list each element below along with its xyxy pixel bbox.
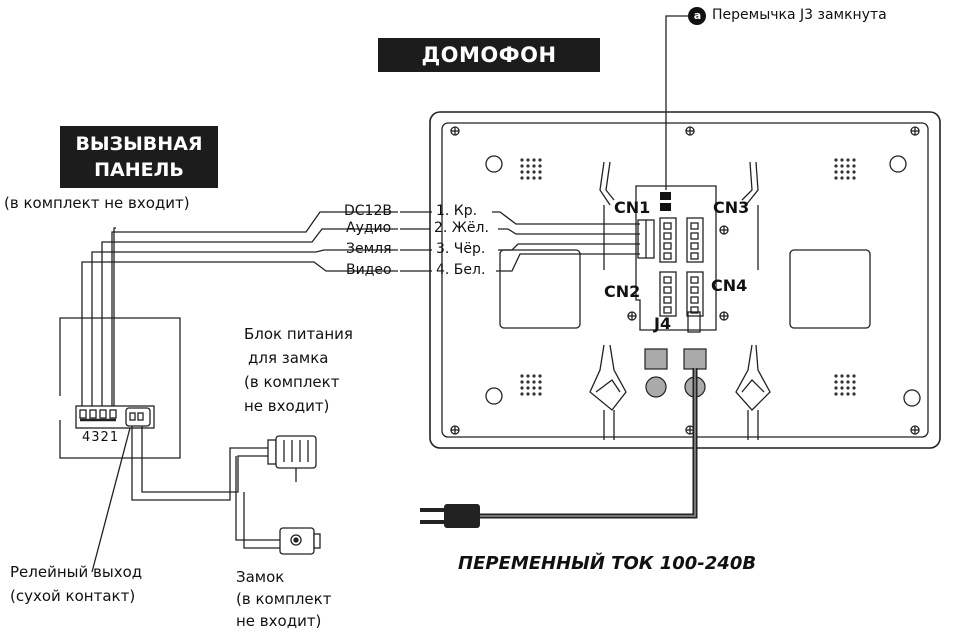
mount-hook-bottom-left bbox=[589, 344, 627, 411]
wire-pin-4: 4. Бел. bbox=[436, 262, 486, 278]
hole-bottom-left bbox=[485, 387, 503, 405]
relay-line2: (сухой контакт) bbox=[10, 587, 136, 605]
lock-power-line2: для замка bbox=[248, 349, 329, 367]
speaker-grilles bbox=[520, 158, 856, 396]
wire-pin-3: 3. Чёр. bbox=[436, 241, 486, 257]
cn4-label: CN4 bbox=[711, 276, 748, 295]
call-panel bbox=[59, 317, 181, 459]
j4-connector bbox=[687, 311, 701, 333]
cn4-connector bbox=[686, 271, 704, 317]
mount-hook-bottom-right bbox=[735, 344, 771, 411]
jumper-marker bbox=[688, 7, 706, 25]
wire-signal-1: DC12B bbox=[344, 203, 392, 219]
lock-power-line3: (в комплект bbox=[244, 373, 340, 391]
terminal-numbers: 4321 bbox=[82, 430, 120, 445]
lock-power-supply bbox=[267, 435, 317, 482]
wire-signal-2: Аудио bbox=[346, 220, 392, 236]
j3-jumper bbox=[660, 192, 671, 211]
monitor-body bbox=[429, 111, 941, 449]
mount-hook-top-left bbox=[599, 161, 615, 206]
wire-pin-1: 1. Кр. bbox=[436, 203, 478, 219]
cn1-connector bbox=[659, 217, 677, 263]
wire-signal-4: Видео bbox=[346, 262, 392, 278]
cn3-label: CN3 bbox=[713, 198, 750, 217]
mains-plug bbox=[444, 504, 480, 528]
relay-label: Релейный выход (сухой контакт) bbox=[10, 560, 142, 608]
screws bbox=[450, 126, 920, 435]
intercom-title: ДОМОФОН bbox=[378, 38, 600, 72]
j4-label: J4 bbox=[654, 314, 672, 333]
monitor-inner-frame bbox=[441, 122, 929, 438]
lock-label: Замок (в комплект не входит) bbox=[236, 566, 331, 632]
call-panel-terminal bbox=[75, 405, 155, 429]
jumper-marker-letter: a bbox=[693, 9, 702, 22]
signal-wires bbox=[81, 211, 640, 408]
lock-line3: не входит) bbox=[236, 612, 322, 630]
call-panel-title: ВЫЗЫВНАЯ ПАНЕЛЬ bbox=[60, 126, 218, 188]
wire-signal-3: Земля bbox=[346, 241, 392, 257]
hole-bottom-right bbox=[903, 389, 921, 407]
lock-line2: (в комплект bbox=[236, 590, 332, 608]
wire-pin-2: 2. Жёл. bbox=[434, 220, 489, 236]
monitor-recess-right bbox=[789, 249, 871, 329]
mount-hook-top-right bbox=[741, 161, 759, 206]
jumper-leader bbox=[665, 15, 690, 190]
cn1-label: CN1 bbox=[614, 198, 651, 217]
relay-wires bbox=[91, 426, 280, 573]
connector-area bbox=[635, 185, 717, 331]
cn3-connector bbox=[686, 217, 704, 263]
lock-line1: Замок bbox=[236, 568, 285, 586]
cn2-connector bbox=[659, 271, 677, 317]
hole-top-left bbox=[485, 155, 503, 173]
lock-power-label: Блок питания для замка (в комплект не вх… bbox=[244, 322, 353, 418]
monitor-recess-left bbox=[499, 249, 581, 329]
lock-power-line4: не входит) bbox=[244, 397, 330, 415]
lock-device bbox=[279, 527, 321, 555]
call-panel-title-line2: ПАНЕЛЬ bbox=[94, 159, 184, 181]
cn2-label: CN2 bbox=[604, 282, 641, 301]
mains-cable bbox=[420, 368, 698, 528]
relay-line1: Релейный выход bbox=[10, 563, 143, 581]
jumper-note-text: Перемычка J3 замкнута bbox=[712, 7, 887, 23]
call-panel-note: (в комплект не входит) bbox=[4, 194, 190, 212]
hole-top-right bbox=[889, 155, 907, 173]
lock-power-line1: Блок питания bbox=[244, 325, 353, 343]
call-panel-title-line1: ВЫЗЫВНАЯ bbox=[75, 133, 203, 155]
relay-leader bbox=[91, 427, 131, 573]
ac-power-label: ПЕРЕМЕННЫЙ ТОК 100-240В bbox=[458, 553, 757, 574]
